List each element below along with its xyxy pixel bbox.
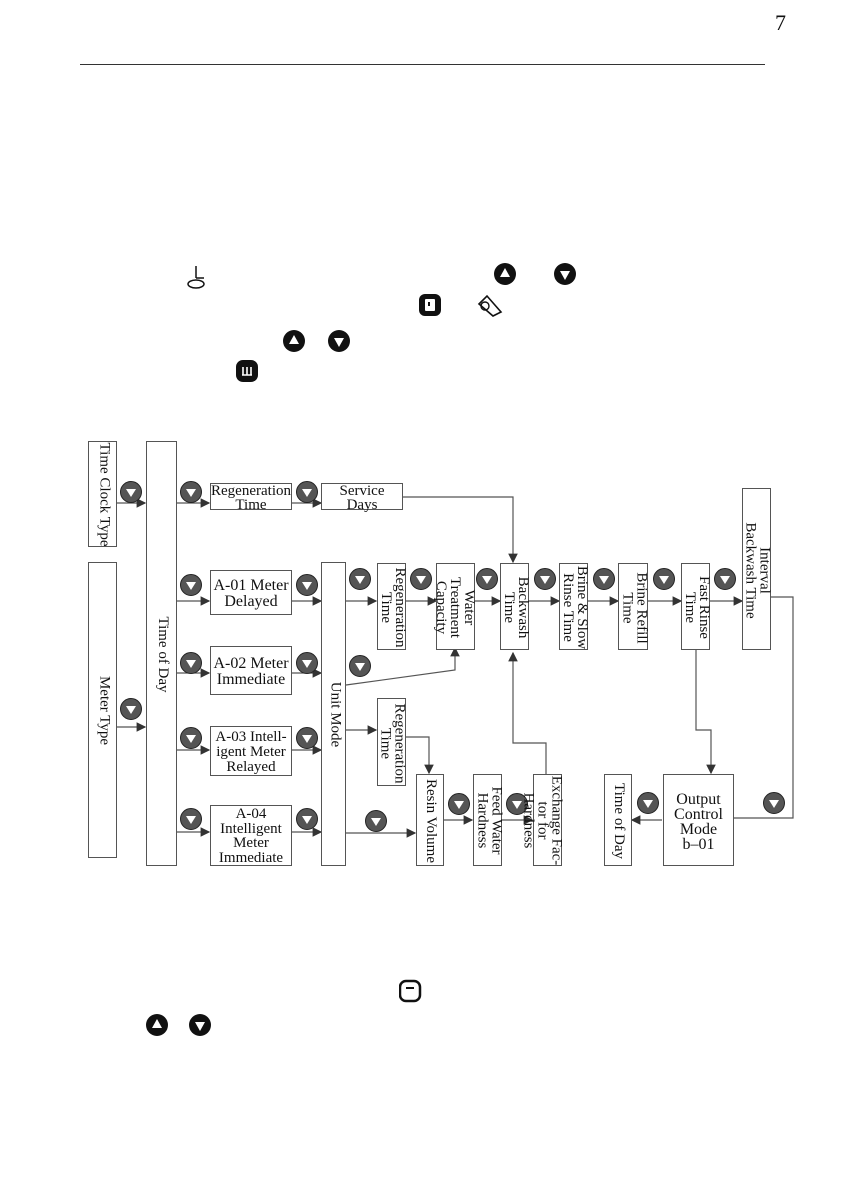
- mid-regeneration-time-box: Regeneration Time: [377, 698, 408, 786]
- exchange-factor-label: Exchange Fac- tor for Hardness: [520, 775, 565, 866]
- time-of-day-box: Time of Day: [146, 441, 177, 866]
- mode-a03-box: A-03 Intell- igent Meter Relayed: [210, 726, 292, 776]
- down-arrow-icon: [448, 793, 470, 815]
- down-arrow-icon: [180, 574, 202, 596]
- down-arrow-icon: [120, 698, 142, 720]
- brine-refill-time-box: Brine Refill Time: [618, 563, 650, 650]
- mode-a04-box: A-04 Intelligent Meter Immediate: [210, 805, 292, 866]
- brine-slow-rinse-time-box: Brine & Slow Rinse Time: [559, 563, 590, 650]
- down-arrow-icon: [180, 652, 202, 674]
- down-arrow-icon: [349, 655, 371, 677]
- down-arrow-icon: [554, 263, 576, 285]
- up-arrow-icon: [283, 330, 305, 352]
- water-treatment-capacity-label: Water Treatment Capacity: [433, 576, 477, 639]
- mode-a02-label: A-02 Meter Immediate: [213, 655, 289, 688]
- brine-slow-rinse-time-label: Brine & Slow Rinse Time: [560, 565, 590, 650]
- down-arrow-icon: [180, 727, 202, 749]
- down-arrow-icon: [506, 793, 528, 815]
- brine-refill-time-label: Brine Refill Time: [619, 572, 650, 644]
- down-arrow-icon: [296, 652, 318, 674]
- interval-backwash-time-label: Interval Backwash Time: [742, 522, 773, 619]
- bottom-time-of-day-label: Time of Day: [611, 782, 627, 860]
- unit-mode-box: Unit Mode: [321, 562, 346, 866]
- mode-a01-box: A-01 Meter Delayed: [210, 570, 292, 615]
- meter-type-label: Meter Type: [96, 675, 113, 746]
- down-arrow-icon: [296, 481, 318, 503]
- page-number: 7: [775, 10, 786, 35]
- fast-rinse-time-label: Fast Rinse Time: [682, 576, 712, 639]
- down-arrow-icon: [296, 727, 318, 749]
- backwash-time-label: Backwash Time: [501, 576, 531, 639]
- mode-a01-label: A-01 Meter Delayed: [213, 577, 289, 610]
- tc-regeneration-time-box: Regeneration Time: [210, 483, 292, 513]
- feed-water-hardness-box: Feed Water Hardness: [473, 774, 505, 866]
- pointer-key-icon: [477, 294, 503, 317]
- down-arrow-icon: [180, 808, 202, 830]
- mode-a03-label: A-03 Intell- igent Meter Relayed: [215, 729, 287, 775]
- mid-regeneration-time-label: Regeneration Time: [377, 703, 408, 784]
- down-arrow-icon: [365, 810, 387, 832]
- regeneration-time-label: Regeneration Time: [378, 567, 408, 648]
- down-arrow-icon: [328, 330, 350, 352]
- menu-key-icon: [419, 294, 441, 316]
- backwash-time-box: Backwash Time: [500, 563, 531, 650]
- bottom-time-of-day-box: Time of Day: [604, 774, 632, 866]
- interval-backwash-time-box: Interval Backwash Time: [742, 488, 773, 650]
- service-days-label: Service Days: [339, 483, 385, 513]
- menu-key-icon: [399, 979, 422, 1003]
- down-arrow-icon: [476, 568, 498, 590]
- output-control-mode-label: Output Control Mode b–01: [674, 791, 723, 853]
- down-arrow-icon: [120, 481, 142, 503]
- mode-a04-label: A-04 Intelligent Meter Immediate: [218, 806, 284, 866]
- exchange-factor-box: Exchange Fac- tor for Hardness: [520, 774, 565, 866]
- output-control-mode-box: Output Control Mode b–01: [663, 774, 734, 866]
- down-arrow-icon: [593, 568, 615, 590]
- resin-volume-label: Resin Volume: [423, 778, 439, 864]
- program-key-icon: [187, 266, 205, 289]
- down-arrow-icon: [637, 792, 659, 814]
- water-treatment-capacity-box: Water Treatment Capacity: [433, 563, 477, 650]
- fast-rinse-time-box: Fast Rinse Time: [681, 563, 712, 650]
- header-rule: [80, 64, 765, 65]
- down-arrow-icon: [714, 568, 736, 590]
- down-arrow-icon: [410, 568, 432, 590]
- down-arrow-icon: [296, 574, 318, 596]
- up-arrow-icon: [494, 263, 516, 285]
- down-arrow-icon: [534, 568, 556, 590]
- down-arrow-icon: [763, 792, 785, 814]
- up-arrow-icon: [146, 1014, 168, 1036]
- down-arrow-icon: [349, 568, 371, 590]
- mode-a02-box: A-02 Meter Immediate: [210, 646, 292, 695]
- down-arrow-icon: [189, 1014, 211, 1036]
- down-arrow-icon: [180, 481, 202, 503]
- tc-regeneration-time-label: Regeneration Time: [211, 483, 291, 513]
- down-arrow-icon: [296, 808, 318, 830]
- power-key-icon: [236, 360, 258, 382]
- service-days-box: Service Days: [321, 483, 403, 513]
- unit-mode-label: Unit Mode: [327, 681, 344, 748]
- regeneration-time-box: Regeneration Time: [377, 563, 408, 650]
- time-clock-type-label: Time Clock Type: [96, 442, 113, 547]
- meter-type-box: Meter Type: [88, 562, 117, 858]
- resin-volume-box: Resin Volume: [416, 774, 444, 866]
- feed-water-hardness-label: Feed Water Hardness: [474, 786, 505, 855]
- time-clock-type-box: Time Clock Type: [88, 441, 117, 547]
- down-arrow-icon: [653, 568, 675, 590]
- time-of-day-label: Time of Day: [155, 616, 171, 693]
